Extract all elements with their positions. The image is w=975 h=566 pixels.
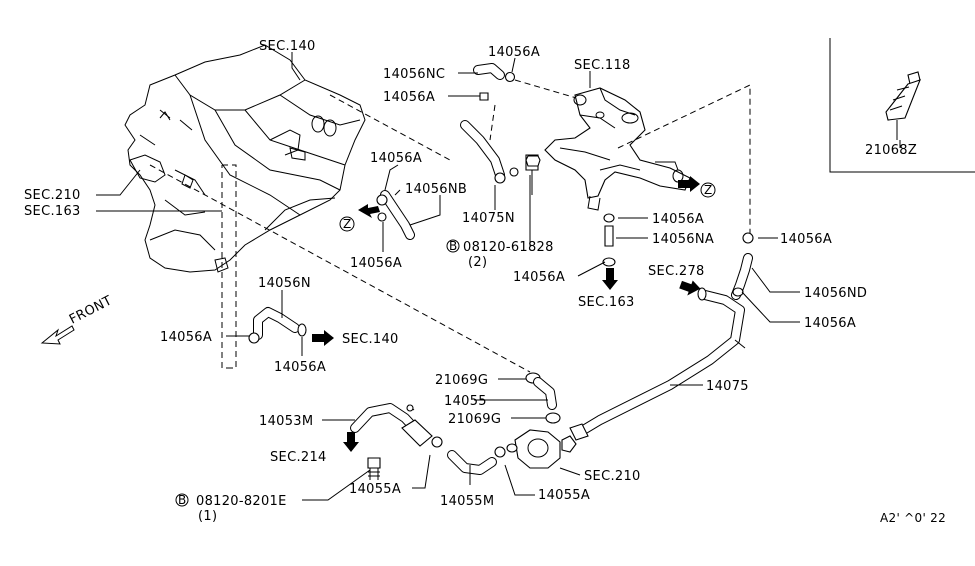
label-21068z: 21068Z: [865, 143, 917, 158]
label-sec140-top: SEC.140: [259, 39, 316, 54]
label-14056a-mid: 14056A: [370, 151, 422, 166]
label-bolt1-qty: (2): [468, 255, 487, 270]
label-bolt2: 08120-8201E: [196, 494, 287, 509]
label-14056a-left: 14056A: [160, 330, 212, 345]
label-sec214: SEC.214: [270, 450, 327, 465]
leader-dash-4: [329, 94, 451, 161]
hose-14056nb: [376, 190, 415, 240]
label-14055m: 14055M: [440, 494, 494, 509]
label-z-right: Z: [704, 183, 713, 197]
label-21069g-a: 21069G: [435, 373, 488, 388]
label-sec163-left: SEC.163: [24, 204, 81, 219]
inset-frame: [829, 38, 975, 173]
label-14056nc: 14056NC: [383, 67, 445, 82]
label-sec140-right: SEC.140: [342, 332, 399, 347]
tube-21068z-illustration: [885, 71, 921, 140]
water-outlet-unit: [506, 429, 577, 469]
label-14056a-r2: 14056A: [513, 270, 565, 285]
engine-dashed-frame: [221, 164, 237, 369]
hose-14053m: [350, 403, 443, 448]
label-14056a-left2: 14056A: [274, 360, 326, 375]
corner-code: A2' ^0' 22: [880, 511, 946, 525]
engine-illustration: [124, 44, 366, 273]
label-z-left: Z: [343, 217, 352, 231]
bolt-bottom: [367, 457, 381, 480]
bolt1-b: B: [449, 239, 458, 253]
arrow-sec163-down: [602, 268, 618, 290]
label-sec278: SEC.278: [648, 264, 705, 279]
label-14075n: 14075N: [462, 211, 515, 226]
label-sec118: SEC.118: [574, 58, 631, 73]
label-sec163-mid: SEC.163: [578, 295, 635, 310]
arrow-sec214-down: [343, 432, 359, 452]
label-14056a-r1: 14056A: [652, 212, 704, 227]
label-14056a-low: 14056A: [350, 256, 402, 271]
bolt-b-marker-1: [446, 239, 460, 253]
z-marker-left: [339, 216, 355, 232]
label-14056n: 14056N: [258, 276, 311, 291]
hose-14056n: [248, 307, 307, 344]
label-14056na: 14056NA: [652, 232, 714, 247]
bolt-top: [525, 155, 541, 167]
hose-14055m: [447, 446, 506, 475]
label-14053m: 14053M: [259, 414, 313, 429]
label-sec210-left: SEC.210: [24, 188, 81, 203]
arrow-to-z-right: [678, 176, 700, 192]
z-marker-right: [700, 182, 716, 198]
label-14056nb: 14056NB: [405, 182, 467, 197]
label-14075: 14075: [706, 379, 749, 394]
label-14055: 14055: [444, 394, 487, 409]
label-front: FRONT: [67, 293, 115, 327]
label-14056nd: 14056ND: [804, 286, 867, 301]
label-bolt2-qty: (1): [198, 509, 217, 524]
pipe-14075: [569, 287, 746, 441]
label-14056a-top2: 14056A: [383, 90, 435, 105]
hose-14056nd: [731, 232, 754, 300]
leader-dash-5: [149, 164, 531, 373]
thermostat-housing: [544, 87, 691, 211]
leader-lines: [96, 52, 901, 501]
label-14056a-far2: 14056A: [804, 316, 856, 331]
label-bolt1: 08120-61828: [463, 240, 554, 255]
label-21069g-b: 21069G: [448, 412, 501, 427]
front-arrow-icon: [40, 325, 75, 345]
label-sec210-bottom: SEC.210: [584, 469, 641, 484]
labels: SEC.140 14056A 14056NC SEC.118 14056A 14…: [24, 39, 946, 525]
arrow-to-z-left: [358, 204, 380, 218]
bolt-b-marker-2: [175, 493, 189, 507]
label-14056a-far: 14056A: [780, 232, 832, 247]
label-14055a-l: 14055A: [349, 482, 401, 497]
leader-dash-2: [489, 104, 496, 141]
label-14055a-r: 14055A: [538, 488, 590, 503]
arrow-sec278: [679, 280, 701, 296]
arrow-sec140-right: [312, 330, 334, 346]
hose-14055: [525, 372, 561, 424]
hose-14056nc-assembly: [460, 63, 539, 195]
bolt2-b: B: [178, 493, 187, 507]
label-14056a-top: 14056A: [488, 45, 540, 60]
hose-14056na: [602, 213, 616, 267]
